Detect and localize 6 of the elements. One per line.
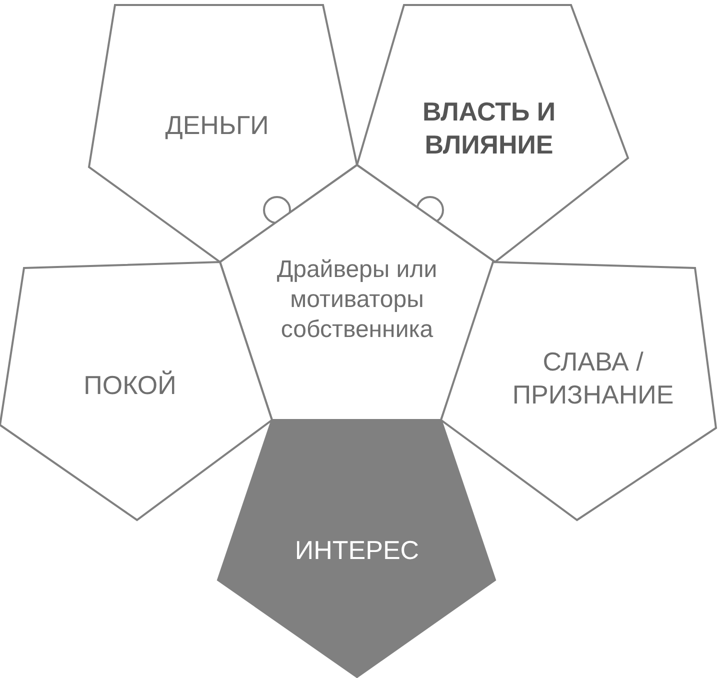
node-label: ВЛАСТЬ И ВЛИЯНИЕ — [421, 96, 557, 160]
node-label: ДЕНЬГИ — [164, 108, 270, 142]
node-label: Драйверы или мотиваторы собственника — [276, 255, 438, 345]
node-label: ПОКОЙ — [82, 368, 178, 402]
node-label: СЛАВА / ПРИЗНАНИЕ — [511, 346, 675, 410]
node-label: ИНТЕРЕС — [294, 534, 420, 566]
